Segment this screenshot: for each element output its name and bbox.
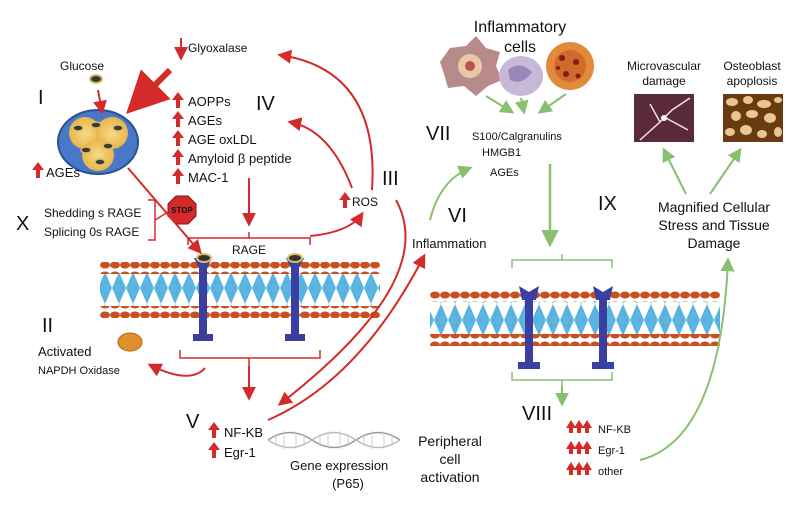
glyoxalase-label: Glyoxalase — [188, 41, 248, 55]
egr1-left-label: Egr-1 — [224, 445, 256, 460]
ages-cell-cluster — [57, 109, 139, 175]
ligand-0: AOPPs — [188, 94, 231, 109]
peripheral-label-0: Peripheral — [418, 433, 482, 449]
up-arrow-icons — [32, 92, 351, 458]
roman-X: X — [16, 213, 29, 235]
inflammatory-label-1: cells — [504, 39, 536, 56]
nfkb-right-label: NF-KB — [598, 424, 631, 436]
peripheral-label-1: cell — [439, 451, 460, 467]
stop-sign-icon: STOP — [167, 195, 197, 225]
roman-I: I — [38, 87, 44, 109]
svg-text:STOP: STOP — [171, 206, 193, 215]
glucose-label: Glucose — [60, 59, 104, 73]
rage-receptor-right — [285, 253, 305, 341]
left-membrane — [100, 262, 380, 318]
labels: I II III IV V VI VII VIII IX X Glucose G… — [16, 19, 781, 491]
roman-VIII: VIII — [522, 403, 552, 425]
splicing-label: Splicing 0s RAGE — [44, 225, 139, 239]
left-bracket-bottom — [179, 350, 321, 366]
microvascular-damage-image — [634, 94, 694, 142]
right-bracket-top — [511, 254, 613, 268]
triple-up-arrows-icon — [566, 420, 592, 475]
green-arrows — [429, 93, 742, 461]
roman-IV: IV — [256, 93, 276, 115]
right-bracket-bottom — [511, 372, 613, 386]
magnified-label-2: Damage — [688, 235, 741, 251]
ages-up-label: AGEs — [46, 165, 80, 180]
gene-expression-label: Gene expression — [290, 458, 388, 473]
dna-helix-icon — [267, 431, 401, 449]
ligand-3: Amyloid β peptide — [188, 151, 292, 166]
ages-right-label: AGEs — [490, 167, 519, 179]
magnified-label-0: Magnified Cellular — [658, 199, 770, 215]
microvascular-label-0: Microvascular — [627, 59, 701, 73]
peripheral-label-2: activation — [420, 469, 479, 485]
ligand-4: MAC-1 — [188, 170, 228, 185]
inflammatory-cell-1-icon — [440, 36, 502, 96]
magnified-label-1: Stress and Tissue — [658, 217, 769, 233]
osteoblast-label-0: Osteoblast — [723, 59, 781, 73]
s100-label: S100/Calgranulins — [472, 131, 562, 143]
roman-VI: VI — [448, 205, 467, 227]
receptor-right-1 — [518, 286, 540, 369]
osteoblast-label-1: apoplosis — [727, 74, 778, 88]
inflammatory-cell-2-icon — [499, 56, 543, 96]
red-arrows — [93, 38, 426, 421]
egr1-right-label: Egr-1 — [598, 445, 625, 457]
ros-label: ROS — [352, 195, 378, 209]
roman-VII: VII — [426, 123, 450, 145]
napdh-label: NAPDH Oxidase — [38, 365, 120, 377]
activated-label: Activated — [38, 344, 91, 359]
right-membrane — [430, 290, 720, 346]
glucose-icon — [89, 74, 103, 84]
inflammatory-label-0: Inflammatory — [474, 19, 566, 36]
roman-IX: IX — [598, 193, 617, 215]
rage-receptor-left — [193, 253, 213, 341]
inflammatory-cell-3-icon — [546, 42, 594, 90]
microvascular-label-1: damage — [642, 74, 686, 88]
osteoblast-apoptosis-image — [723, 94, 783, 142]
rage-label: RAGE — [232, 243, 266, 257]
other-label: other — [598, 466, 623, 478]
receptor-right-2 — [592, 286, 614, 369]
roman-III: III — [382, 168, 399, 190]
p65-label: (P65) — [332, 476, 364, 491]
ligand-1: AGEs — [188, 113, 222, 128]
napdh-oxidase-icon — [117, 332, 143, 352]
x-bracket — [148, 199, 169, 241]
ligand-2: AGE oxLDL — [188, 132, 257, 147]
roman-II: II — [42, 315, 53, 337]
inflammation-label: Inflammation — [412, 236, 486, 251]
roman-V: V — [186, 411, 200, 433]
shedding-label: Shedding s RAGE — [44, 206, 141, 220]
hmgb1-label: HMGB1 — [482, 147, 521, 159]
nfkb-left-label: NF-KB — [224, 425, 263, 440]
